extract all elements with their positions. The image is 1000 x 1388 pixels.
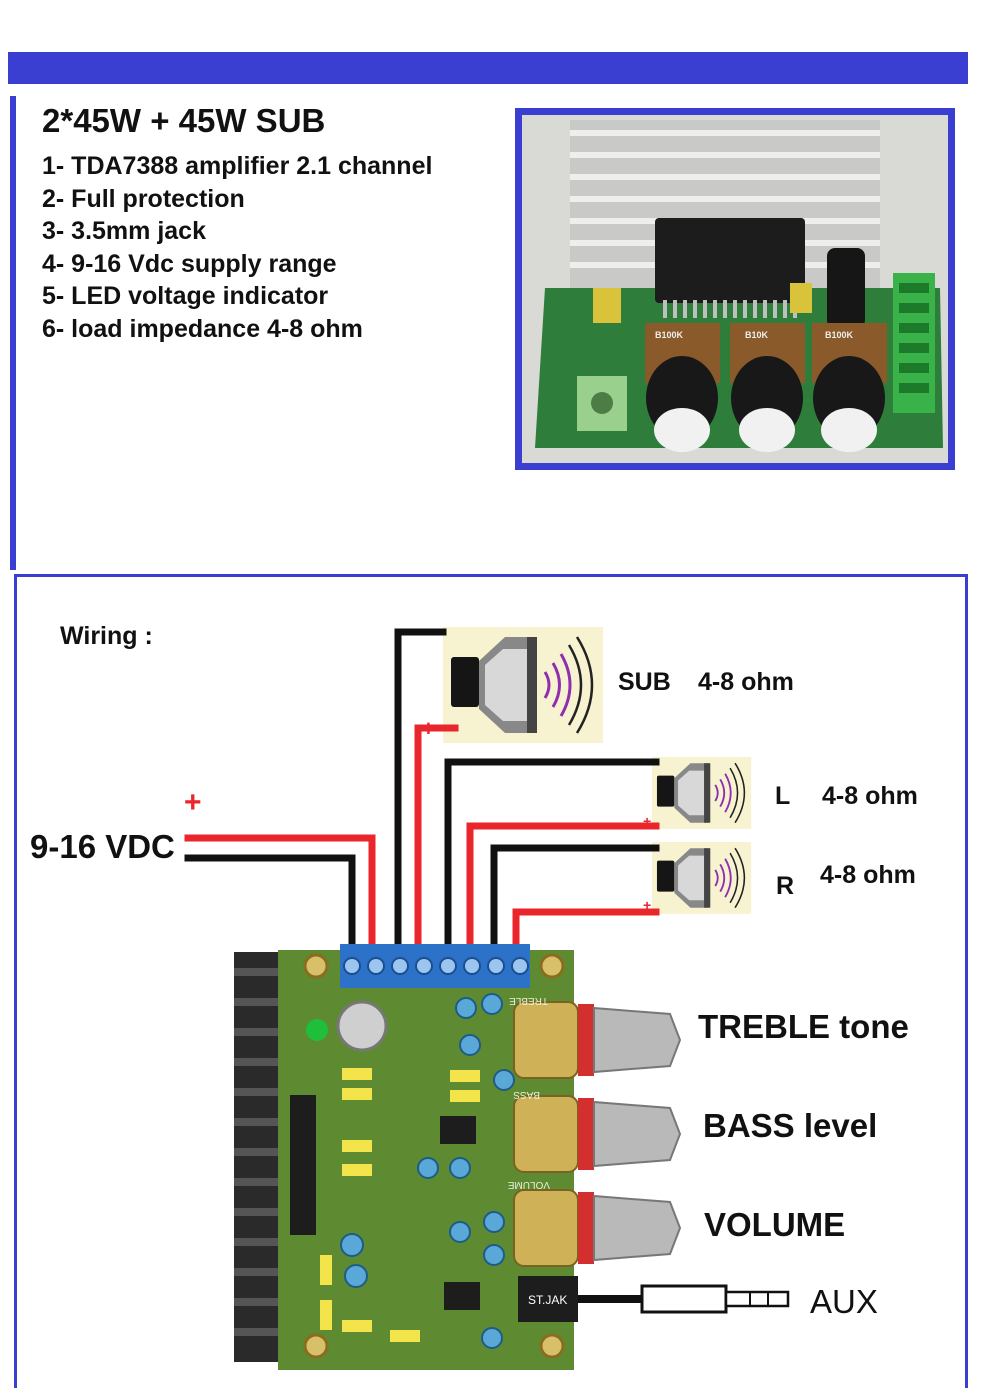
silk-bass: BASS [513,1089,540,1100]
left-ohm-label: 4-8 ohm [822,782,918,810]
right-channel-label: R [776,872,795,900]
right-ohm-label: 4-8 ohm [820,861,916,889]
pot-treble [645,323,720,452]
aux-plug-tip [724,1290,790,1308]
header-bar [8,52,968,84]
treble-tone-label: TREBLE tone [698,1008,909,1045]
led-indicator [306,1019,328,1041]
board-heatsink [234,952,280,1362]
feature-item: 3- 3.5mm jack [42,217,206,246]
plus-sign-power: + [184,786,202,819]
capacitor [827,248,865,328]
aux-label: AUX [810,1283,878,1320]
feature-list: 1- TDA7388 amplifier 2.1 channel 2- Full… [42,150,432,346]
sub-ohm-label: 4-8 ohm [698,668,794,696]
product-photo-illustration: B100K B10K B100K [515,108,955,470]
feature-item: 5- LED voltage indicator [42,282,329,311]
pot-label: B100K [825,330,854,340]
sub-label: SUB [618,668,671,696]
plus-sign-sub: + [422,716,435,741]
wiring-section [14,574,968,1388]
diagram-pot-treble [513,1001,682,1079]
plus-sign-right: + [643,897,651,913]
left-channel-label: L [775,782,791,810]
pot-label: B10K [745,330,769,340]
power-label: 9-16 VDC [30,828,175,865]
aux-plug-body [640,1284,728,1314]
feature-item: 6- load impedance 4-8 ohm [42,314,363,343]
speaker-left-icon [651,756,753,830]
plus-sign-left: + [643,813,651,829]
diagram-audio-jack [518,1276,578,1322]
opamp-chip [444,1282,480,1310]
silk-treble: TREBLE [509,995,548,1006]
pot-bass [730,323,805,452]
feature-item: 4- 9-16 Vdc supply range [42,249,337,278]
left-accent-rule [10,96,16,570]
speaker-right-icon [651,841,753,915]
pot-label: B100K [655,330,684,340]
feature-item: 1- TDA7388 amplifier 2.1 channel [42,152,433,180]
silk-volume: VOLUME [507,1179,550,1190]
bass-level-label: BASS level [703,1107,878,1144]
diagram-pot-volume [513,1189,682,1267]
wiring-heading: Wiring : [60,622,153,650]
diagram-ic [290,1095,316,1235]
diagram-capacitor [336,1000,388,1052]
feature-item: 2- Full protection [42,184,245,213]
volume-label: VOLUME [704,1206,846,1243]
jack-silk-label: ST.JAK [528,1293,567,1307]
ic-chip [655,218,805,303]
diagram-pot-bass [513,1095,682,1173]
product-title: 2*45W + 45W SUB [42,102,326,139]
opamp-chip [440,1116,476,1144]
product-photo: B100K B10K B100K [515,108,955,470]
speaker-sub-icon [441,625,605,745]
pot-volume [812,323,887,452]
